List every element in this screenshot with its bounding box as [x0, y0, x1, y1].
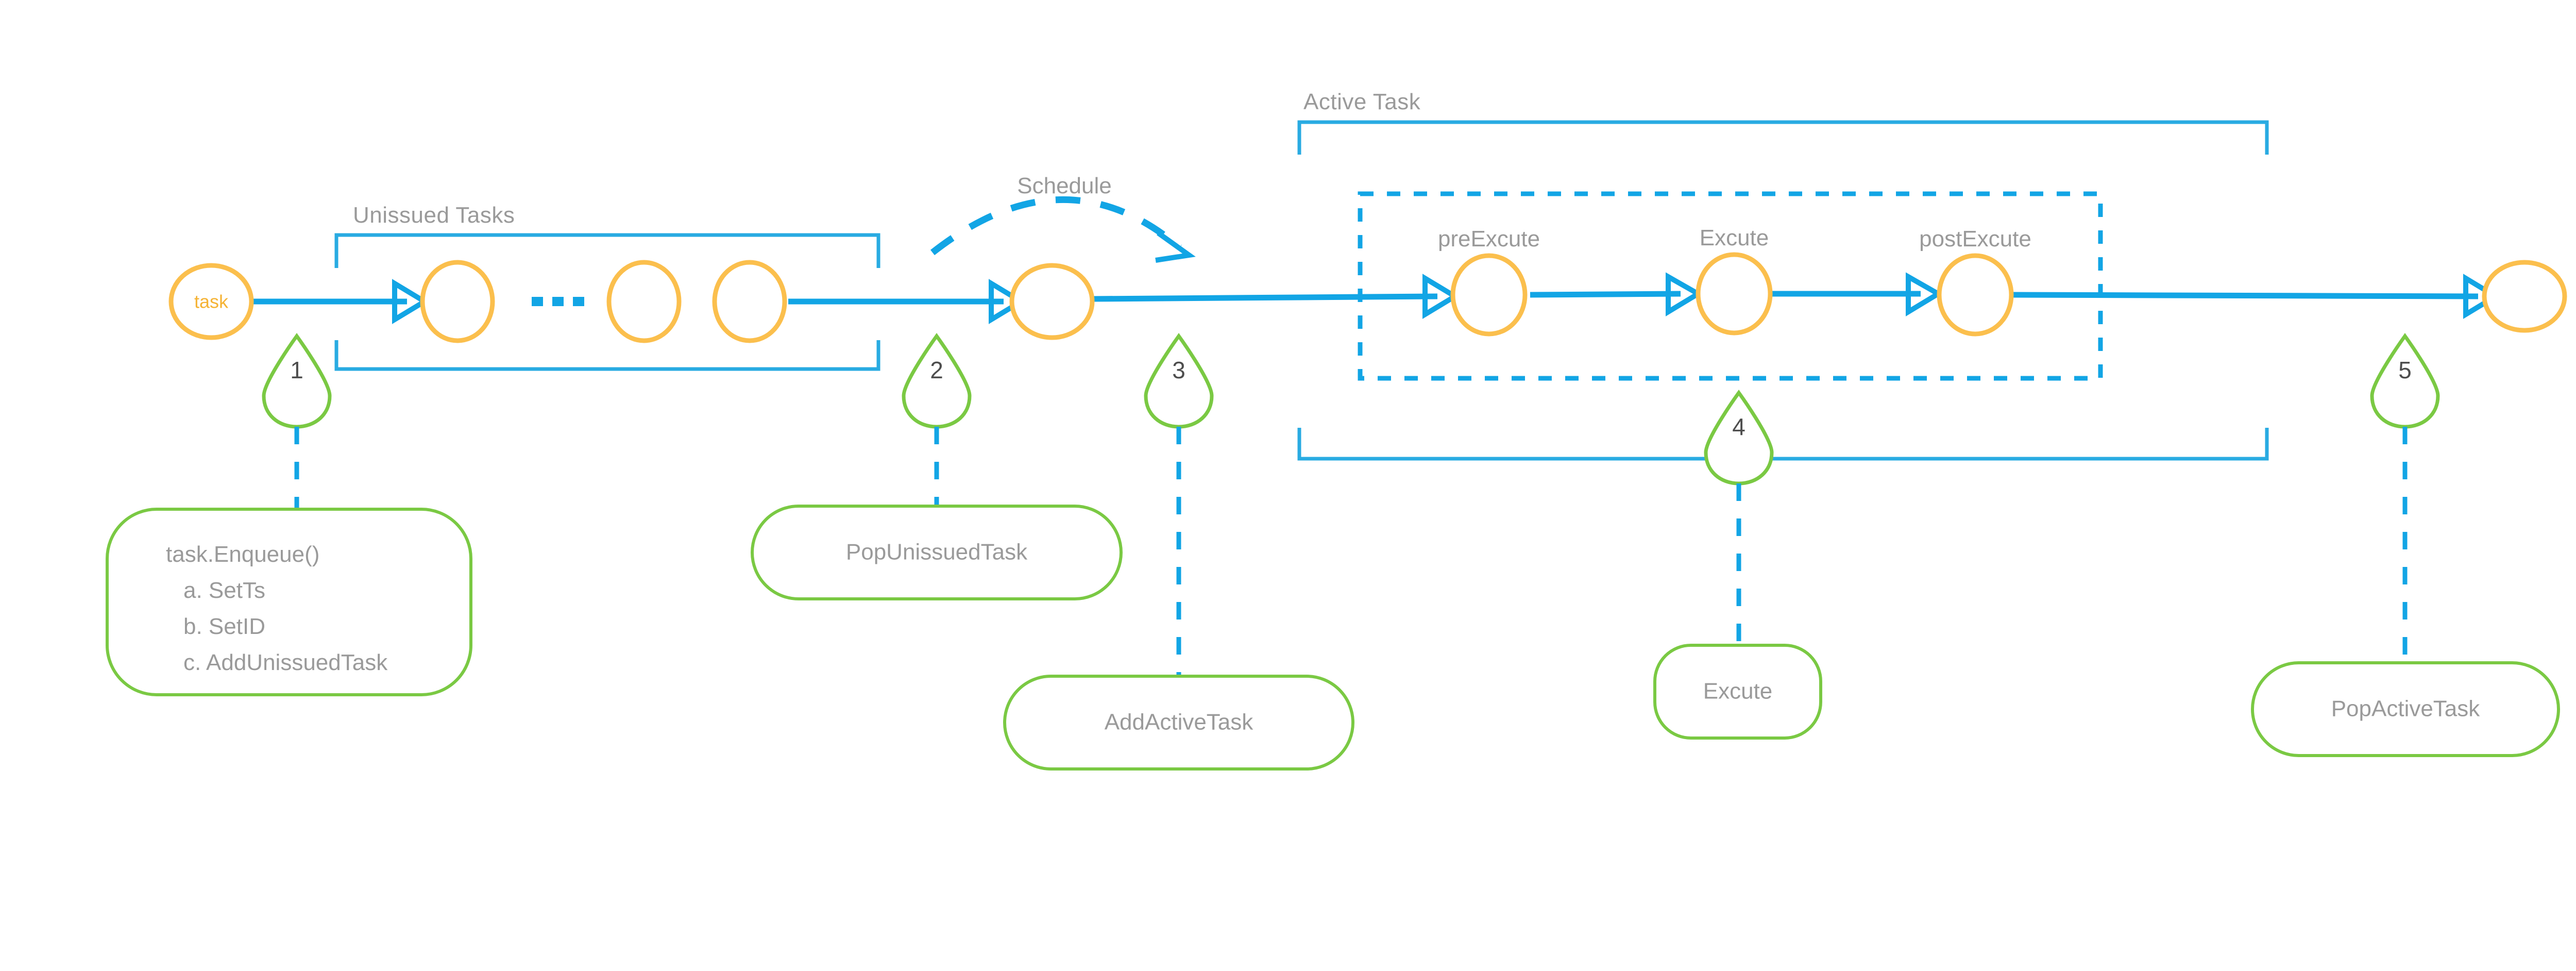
callout-enqueue-line-3: b. SetID [183, 614, 265, 639]
callout-excute-label: Excute [1703, 679, 1773, 704]
callout-pop-active[interactable]: PopActiveTask [2251, 661, 2560, 757]
node-task-source-label: task [194, 291, 229, 312]
flow-edge-excute-to-postexcute [1772, 272, 1943, 316]
marker-2-number: 2 [930, 357, 943, 383]
node-scheduled[interactable] [1009, 263, 1095, 340]
marker-4-number: 4 [1732, 413, 1745, 440]
node-postexcute[interactable]: postExcute [1919, 226, 2031, 337]
queue-ellipsis [532, 297, 584, 306]
flow-edge-task-to-queue [251, 279, 430, 324]
active-task-bracket-bottom [1297, 428, 2269, 461]
node-excute-label: Excute [1700, 225, 1769, 250]
marker-1[interactable]: 1 [262, 333, 332, 429]
callout-add-active[interactable]: AddActiveTask [1003, 675, 1354, 771]
schedule-transition: Schedule [930, 173, 1196, 263]
callout-excute[interactable]: Excute [1653, 644, 1822, 740]
node-excute[interactable]: Excute [1696, 225, 1773, 336]
node-task-source[interactable]: task [168, 263, 254, 340]
flow-edge-scheduled-to-preexcute [1091, 274, 1460, 319]
execution-stage-dashed-box [1358, 191, 2103, 381]
marker-2[interactable]: 2 [902, 333, 972, 429]
marker-3-number: 3 [1172, 357, 1185, 383]
callout-pop-active-label: PopActiveTask [2331, 696, 2481, 722]
unissued-tasks-group-label: Unissued Tasks [353, 203, 515, 228]
flow-edge-postexcute-to-done [2012, 274, 2501, 319]
callout-enqueue[interactable]: task.Enqueue() a. SetTs b. SetID c. AddU… [106, 508, 472, 696]
marker-1-number: 1 [290, 357, 303, 383]
callout-pop-unissued[interactable]: PopUnissuedTask [751, 505, 1123, 600]
unissued-tasks-bracket-bottom [334, 340, 880, 371]
marker-5-number: 5 [2398, 357, 2412, 383]
callout-enqueue-line-4: c. AddUnissuedTask [183, 650, 388, 675]
active-task-group-label: Active Task [1303, 89, 1421, 114]
node-postexcute-label: postExcute [1919, 226, 2031, 252]
callout-enqueue-line-1: task.Enqueue() [166, 542, 319, 567]
node-queue-2[interactable] [606, 260, 682, 343]
marker-3[interactable]: 3 [1144, 333, 1214, 429]
flow-edge-queue-to-scheduled [788, 279, 1026, 324]
callout-pop-unissued-label: PopUnissuedTask [846, 540, 1028, 565]
active-task-bracket-top [1297, 120, 2269, 155]
node-queue-3[interactable] [712, 260, 787, 343]
marker-4[interactable]: 4 [1704, 390, 1774, 486]
callout-add-active-label: AddActiveTask [1105, 710, 1254, 735]
schedule-label: Schedule [1017, 173, 1111, 198]
node-preexcute-label: preExcute [1438, 226, 1540, 252]
flow-edge-preexcute-to-excute [1530, 272, 1703, 316]
node-preexcute[interactable]: preExcute [1438, 226, 1540, 337]
marker-5[interactable]: 5 [2370, 333, 2440, 429]
callout-enqueue-line-2: a. SetTs [183, 578, 265, 603]
node-done[interactable] [2482, 260, 2567, 333]
node-queue-1[interactable] [420, 260, 495, 343]
unissued-tasks-bracket-top [334, 233, 880, 268]
